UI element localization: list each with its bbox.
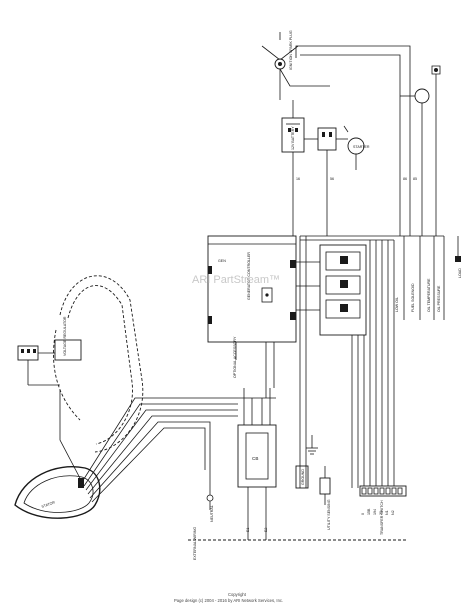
- wire-23: 23: [379, 511, 383, 515]
- wire-n1: N1: [385, 510, 389, 515]
- ignition-module: IGNITION SPARK PLUG: [261, 30, 330, 100]
- harness-bus: [265, 235, 395, 488]
- oil-pressure-label: OIL PRESSURE: [437, 285, 441, 312]
- regulator-loop: VOLTAGE REGULATOR: [17, 275, 144, 453]
- gen-label: GEN: [218, 259, 226, 263]
- right-connector: LOAD: [455, 236, 462, 278]
- fuel-solenoid-label: FUEL SOLENOID: [411, 283, 415, 312]
- load-label: LOAD: [458, 268, 462, 278]
- wire-15b: 15B: [367, 508, 371, 515]
- wire-16: 16: [296, 177, 300, 181]
- starter-motor: STARTER: [343, 125, 370, 170]
- wire-56: 56: [330, 177, 334, 181]
- generator-controller-label: GENERATOR CONTROLLER: [247, 252, 251, 300]
- low-oil-label: LOW OIL: [395, 297, 399, 312]
- footer-page-design: Page design (c) 2004 - 2016 by ARI Netwo…: [174, 598, 283, 603]
- top-harness: 86 85 56 16: [279, 32, 417, 236]
- wire-85: 85: [413, 177, 417, 181]
- circuit-breaker: CB E1 E2: [237, 388, 277, 540]
- wire-e2: E2: [264, 528, 268, 532]
- wire-n2: N2: [391, 510, 395, 515]
- starter-label: STARTER: [353, 145, 370, 149]
- relay-block: [296, 244, 367, 336]
- footer-copyright: Copyright: [228, 592, 247, 597]
- battery-label: 12V BATTERY: [291, 126, 295, 150]
- ground-symbol: [306, 435, 318, 455]
- utility-connector: [319, 466, 331, 505]
- fuel-solenoid: [431, 65, 441, 236]
- optional-accessory-label: OPTIONAL ACCESSORY: [233, 336, 237, 378]
- terminal-strip: 0 15B 194 23 N1 N2 TRANSFER SWITCH UTILI…: [327, 485, 407, 535]
- voltage-regulator-box: [54, 339, 82, 361]
- stator-leads: [59, 390, 238, 503]
- voltage-regulator-label: VOLTAGE REGULATOR: [63, 316, 67, 356]
- wire-e1: E1: [246, 528, 250, 532]
- generator-controller: GENERATOR CONTROLLER: [207, 235, 297, 343]
- optional-accessory: OPTIONAL ACCESSORY: [233, 336, 237, 378]
- stator-label: STATOR: [41, 500, 56, 509]
- battery-box: 12V BATTERY: [281, 100, 305, 236]
- utility-sensing-label: UTILITY SENSING: [327, 499, 331, 530]
- wire-86: 86: [403, 177, 407, 181]
- external-wiring-boundary: EXTERNAL WIRING: [188, 527, 408, 560]
- oil-sensor: [400, 88, 430, 236]
- wire-0: 0: [361, 513, 365, 515]
- external-wiring-label: EXTERNAL WIRING: [193, 527, 197, 560]
- bus-labels: LOW OIL FUEL SOLENOID OIL TEMPERATURE OI…: [394, 235, 445, 320]
- neutral: NEUTRAL: [206, 470, 214, 522]
- wire-194: 194: [373, 509, 377, 515]
- ground-label: GROUND: [301, 469, 305, 485]
- starter-relay: [304, 127, 348, 236]
- transfer-switch-label: TRANSFER SWITCH: [380, 500, 384, 535]
- ground-lug: GROUND: [295, 465, 309, 489]
- oil-temperature-label: OIL TEMPERATURE: [427, 278, 431, 312]
- cb-label: CB: [252, 456, 258, 461]
- watermark: ARI PartStream™: [192, 274, 280, 286]
- ignition-label: IGNITION SPARK PLUG: [289, 30, 293, 70]
- neutral-label: NEUTRAL: [210, 505, 214, 522]
